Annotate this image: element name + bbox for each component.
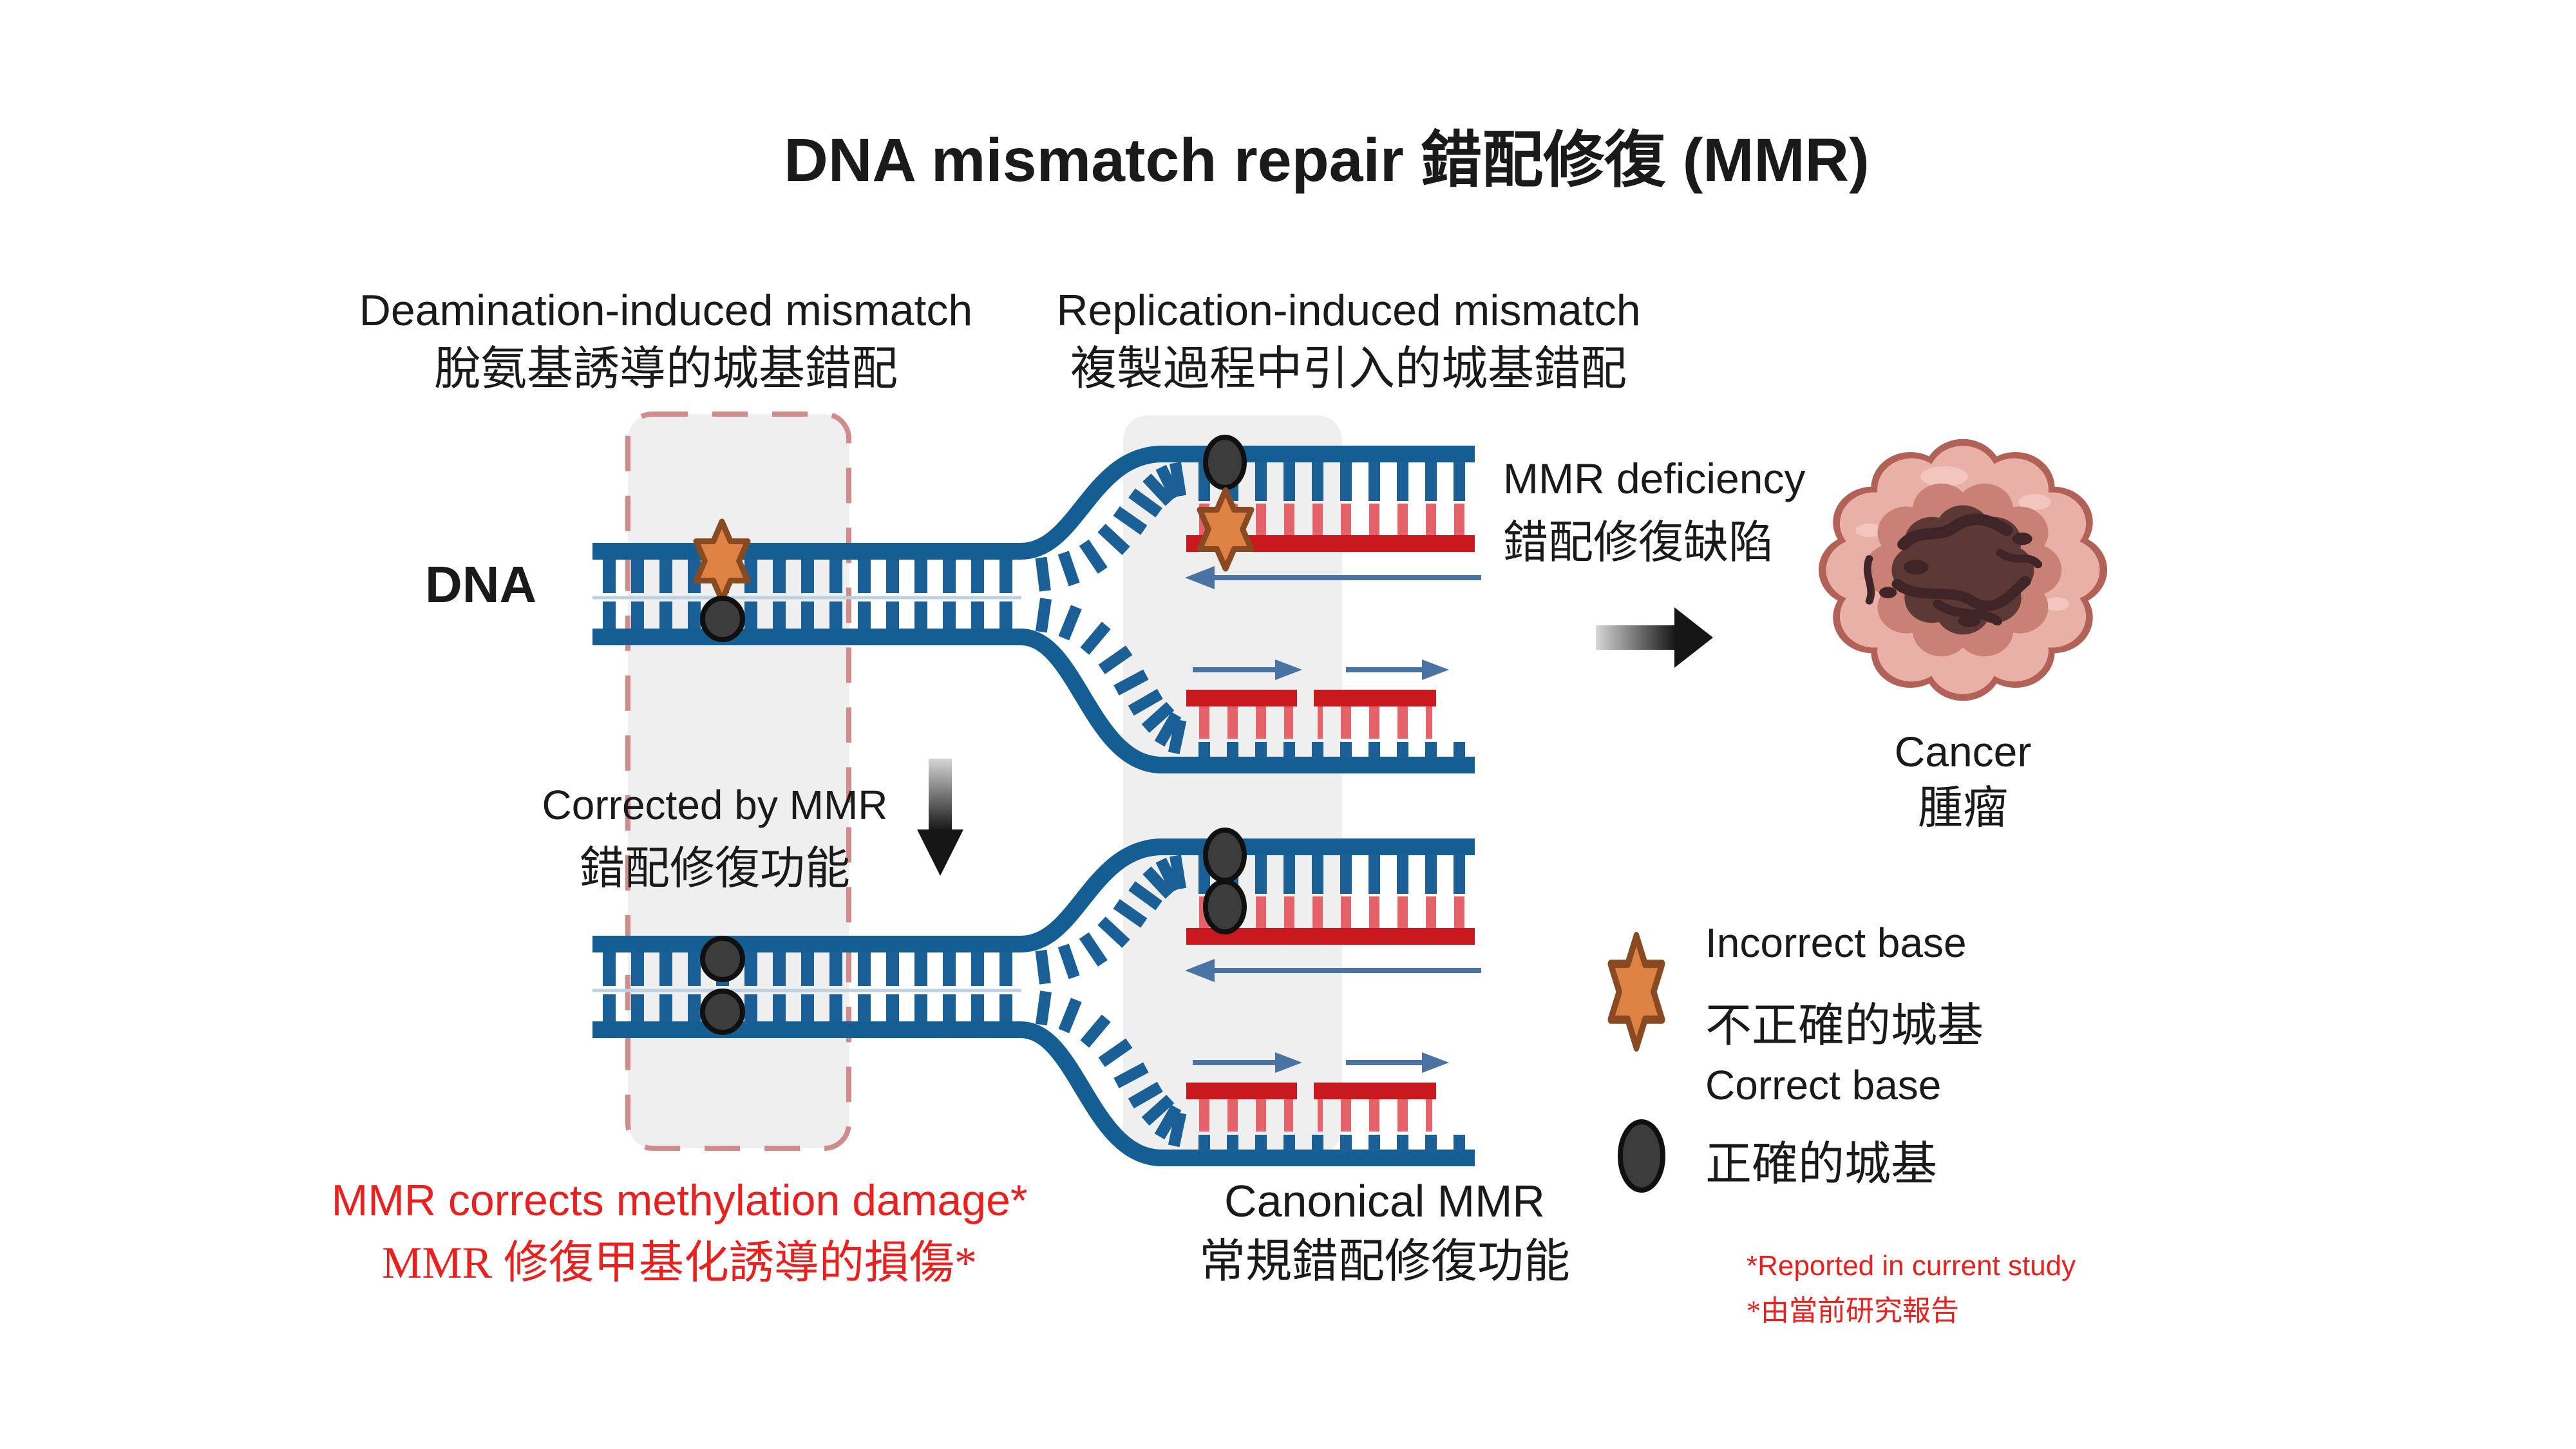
legend-incorrect-base-label-en: Incorrect base <box>1705 920 1967 966</box>
methylation-claim-zh: MMR 修復甲基化誘導的損傷* <box>382 1238 977 1288</box>
mmr-deficiency-label-en: MMR deficiency <box>1503 455 1806 502</box>
cancer-label-zh: 腫瘤 <box>1918 784 2008 833</box>
corrected-by-mmr-arrow <box>917 759 963 876</box>
legend-correct-base-label-zh: 正確的城基 <box>1705 1139 1938 1190</box>
mmr-deficiency-arrow <box>1596 607 1713 668</box>
mmr-deficiency-label-zh: 錯配修復缺陷 <box>1503 518 1774 568</box>
canonical-mmr-label-zh: 常規錯配修復功能 <box>1198 1236 1570 1287</box>
legend-incorrect-base-label-zh: 不正確的城基 <box>1705 1000 1984 1052</box>
correct-base-dot-icon <box>1206 830 1244 880</box>
correct-base-dot-icon <box>700 936 745 982</box>
correct-base-dot-icon <box>700 989 745 1035</box>
dna-label: DNA <box>425 556 537 613</box>
cancer-label-en: Cancer <box>1894 728 2032 775</box>
footnote-en: *Reported in current study <box>1747 1250 2076 1282</box>
column-header-deamination-zh: 脫氨基誘導的城基錯配 <box>433 343 898 395</box>
page-title: DNA mismatch repair 錯配修復 (MMR) <box>784 126 1870 194</box>
corrected-by-mmr-label-zh: 錯配修復功能 <box>580 844 850 894</box>
legend-incorrect-base-star-icon <box>1611 936 1662 1047</box>
column-header-replication-zh: 複製過程中引入的城基錯配 <box>1070 343 1627 395</box>
correct-base-dot-icon <box>700 596 745 642</box>
legend-correct-base-label-en: Correct base <box>1705 1062 1942 1108</box>
canonical-mmr-label-en: Canonical MMR <box>1224 1176 1545 1226</box>
correct-base-dot-icon <box>1206 437 1244 488</box>
footnote-zh: *由當前研究報告 <box>1747 1295 1959 1327</box>
methylation-claim-en: MMR corrects methylation damage* <box>331 1176 1028 1225</box>
column-header-deamination-en: Deamination-induced mismatch <box>359 286 973 335</box>
correct-base-dot-icon <box>1206 882 1244 932</box>
column-header-replication-en: Replication-induced mismatch <box>1056 286 1641 335</box>
cancer-tumor-illustration <box>1819 439 2107 701</box>
legend-correct-base-dot-icon <box>1618 1119 1665 1193</box>
corrected-by-mmr-label-en: Corrected by MMR <box>542 782 888 828</box>
